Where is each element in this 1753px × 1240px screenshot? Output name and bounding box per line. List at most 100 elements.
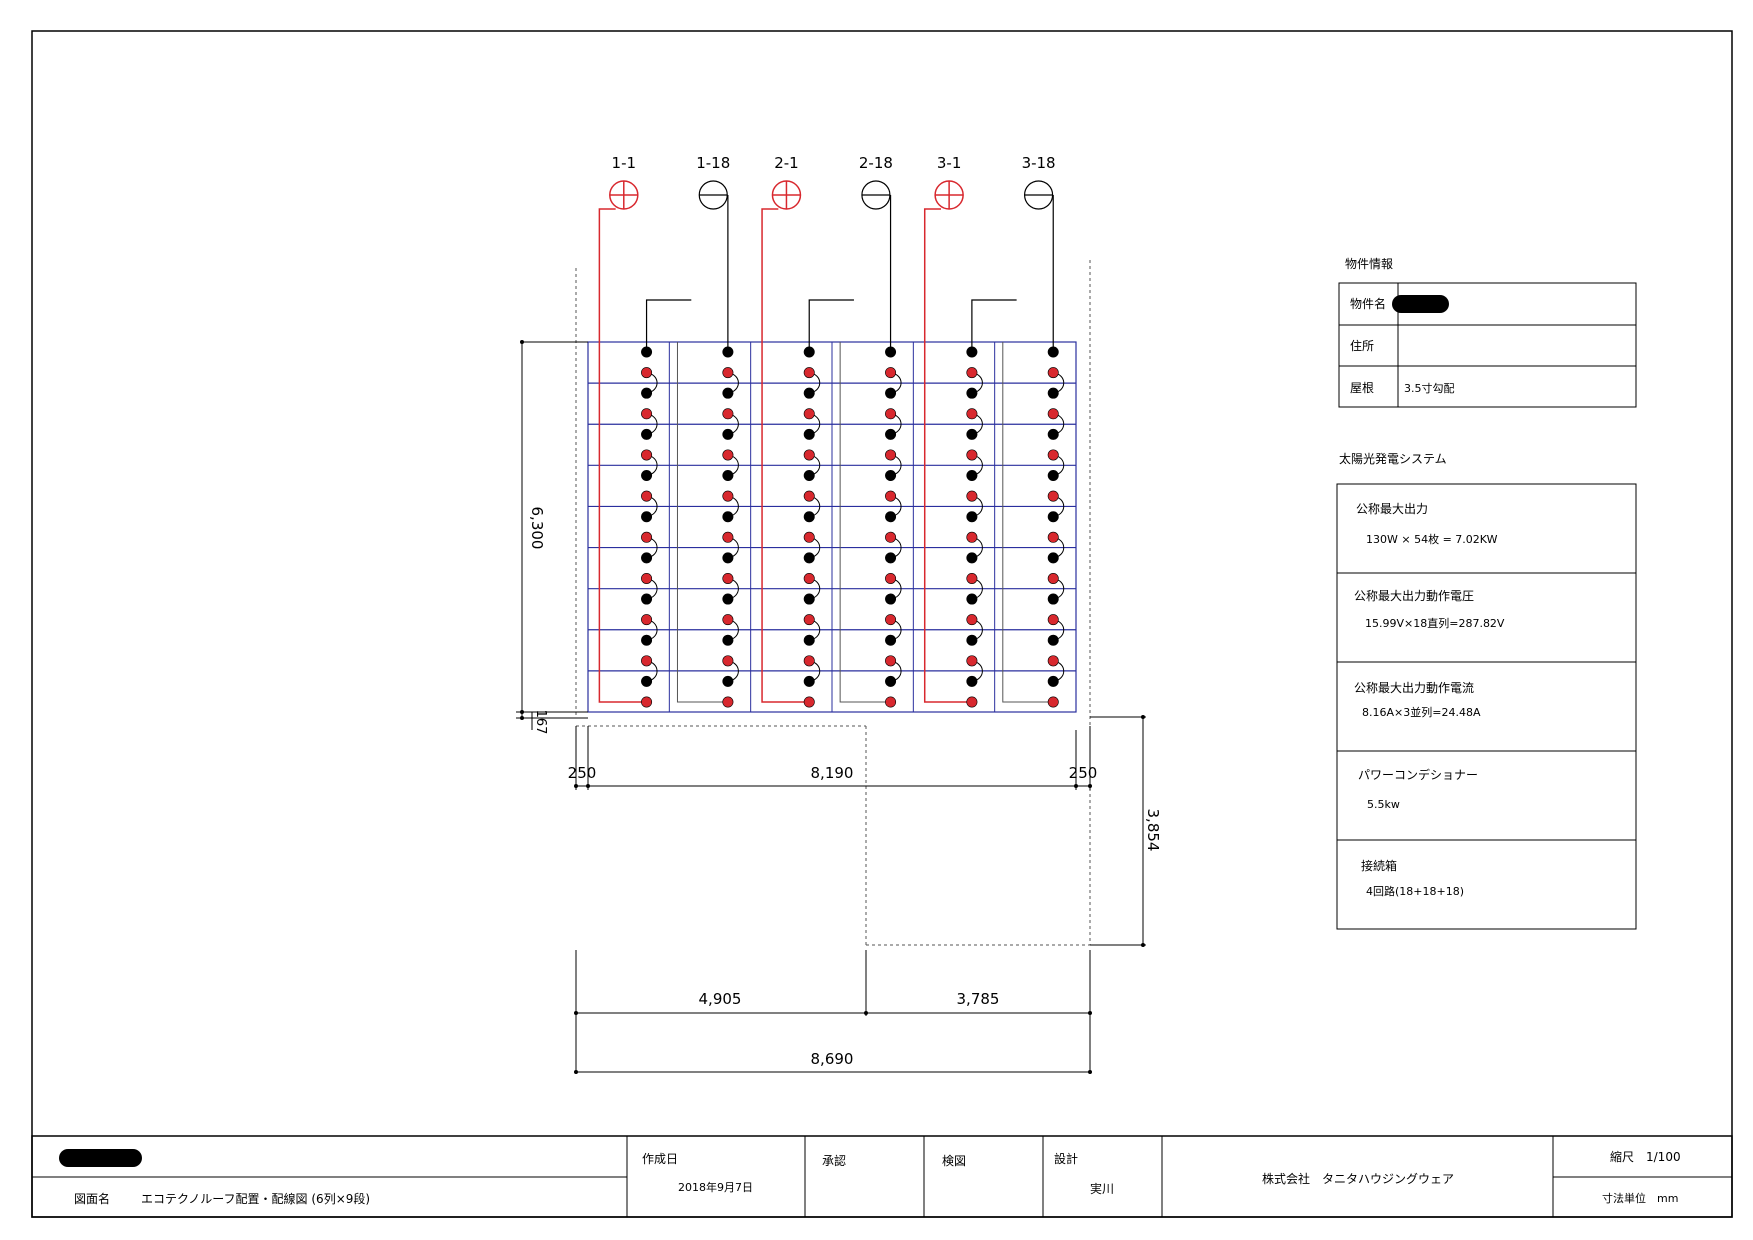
positive-connector — [803, 572, 815, 584]
positive-connector — [803, 490, 815, 502]
positive-connector — [1047, 572, 1059, 584]
positive-connector — [803, 655, 815, 667]
negative-connector — [966, 634, 978, 646]
unit-text: 寸法単位 mm — [1602, 1191, 1678, 1205]
system-junction-box-value: 4回路(18+18+18) — [1366, 885, 1464, 898]
system-current-value: 8.16A×3並列=24.48A — [1362, 705, 1481, 719]
dim-roof-left-text: 4,905 — [699, 990, 742, 1008]
positive-connector — [1047, 696, 1059, 708]
terminals — [641, 346, 1059, 708]
positive-connector — [803, 614, 815, 626]
negative-connector — [966, 387, 978, 399]
positive-connector — [1047, 490, 1059, 502]
negative-connector — [803, 511, 815, 523]
dim-height-text: 6,300 — [528, 507, 546, 550]
positive-connector — [885, 614, 897, 626]
positive-connector — [803, 367, 815, 379]
positive-connector — [641, 490, 653, 502]
negative-connector — [1047, 428, 1059, 440]
dimension-ticks — [520, 340, 1145, 1074]
negative-connector — [803, 346, 815, 358]
negative-connector — [641, 346, 653, 358]
positive-connector — [1047, 408, 1059, 420]
negative-connector — [803, 675, 815, 687]
negative-connector — [641, 593, 653, 605]
negative-connector — [1047, 675, 1059, 687]
aux — [647, 300, 673, 352]
positive-connector — [966, 449, 978, 461]
negative-connector — [1047, 387, 1059, 399]
positive-connector — [885, 655, 897, 667]
positive-connector — [722, 614, 734, 626]
string-label-positive: 1-1 — [612, 154, 637, 172]
positive-lead — [598, 208, 647, 703]
positive-connector — [641, 572, 653, 584]
dimension-lines — [516, 341, 1146, 1074]
negative-connector — [885, 552, 897, 564]
designer-name: 実川 — [1090, 1181, 1114, 1196]
negative-connector — [641, 387, 653, 399]
negative-connector — [885, 428, 897, 440]
property-roof-label: 屋根 — [1350, 381, 1374, 395]
negative-connector — [803, 593, 815, 605]
positive-connector — [641, 449, 653, 461]
check-label: 検図 — [942, 1154, 966, 1168]
module-grid — [587, 341, 1077, 713]
system-table — [1336, 483, 1637, 930]
system-output-value: 130W × 54枚 = 7.02KW — [1366, 532, 1498, 546]
positive-connector — [722, 367, 734, 379]
string-label-negative: 3-18 — [1022, 154, 1056, 172]
negative-connector — [885, 470, 897, 482]
negative-connector — [803, 387, 815, 399]
system-junction-box-label: 接続箱 — [1361, 858, 1397, 873]
dim-left-margin-text: 250 — [568, 764, 597, 782]
scale-text: 縮尺 1/100 — [1610, 1149, 1681, 1164]
negative-connector — [803, 552, 815, 564]
positive-connector — [966, 531, 978, 543]
system-voltage-label: 公称最大出力動作電圧 — [1354, 589, 1474, 603]
positive-connector — [722, 408, 734, 420]
negative-connector — [966, 511, 978, 523]
positive-connector — [966, 655, 978, 667]
negative-connector — [966, 552, 978, 564]
title-block: 図面名 エコテクノルーフ配置・配線図 (6列×9段) 作成日 2018年9月7日… — [31, 1135, 1733, 1218]
property-name-label: 物件名 — [1350, 296, 1386, 311]
negative-connector — [885, 387, 897, 399]
negative-connector — [1047, 634, 1059, 646]
positive-connector — [722, 449, 734, 461]
positive-connector — [885, 449, 897, 461]
string-label-negative: 1-18 — [696, 154, 730, 172]
positive-lead — [923, 208, 972, 703]
positive-connector — [966, 572, 978, 584]
negative-connector — [1047, 593, 1059, 605]
negative-connector — [722, 552, 734, 564]
positive-connector — [641, 408, 653, 420]
negative-connector — [722, 675, 734, 687]
negative-connector — [722, 511, 734, 523]
negative-connector — [641, 675, 653, 687]
return-line — [1002, 342, 1054, 703]
negative-connector — [1047, 511, 1059, 523]
negative-connector — [641, 552, 653, 564]
design-label: 設計 — [1054, 1151, 1078, 1166]
negative-connector — [722, 428, 734, 440]
negative-connector — [803, 428, 815, 440]
dim-right-height-text: 3,854 — [1144, 809, 1162, 852]
redaction-mark-title — [59, 1149, 142, 1167]
negative-connector — [885, 634, 897, 646]
drawing-name-value: エコテクノルーフ配置・配線図 (6列×9段) — [141, 1191, 370, 1206]
positive-connector — [803, 531, 815, 543]
negative-connector — [722, 634, 734, 646]
aux — [972, 300, 998, 352]
negative-connector — [966, 593, 978, 605]
system-current-label: 公称最大出力動作電流 — [1354, 681, 1474, 695]
property-address-label: 住所 — [1350, 339, 1374, 353]
dim-roof-right-text: 3,785 — [957, 990, 1000, 1008]
positive-lead — [761, 208, 810, 703]
positive-connector — [1047, 614, 1059, 626]
string-label-negative: 2-18 — [859, 154, 893, 172]
negative-connector — [885, 675, 897, 687]
positive-connector — [1047, 367, 1059, 379]
negative-connector — [641, 470, 653, 482]
